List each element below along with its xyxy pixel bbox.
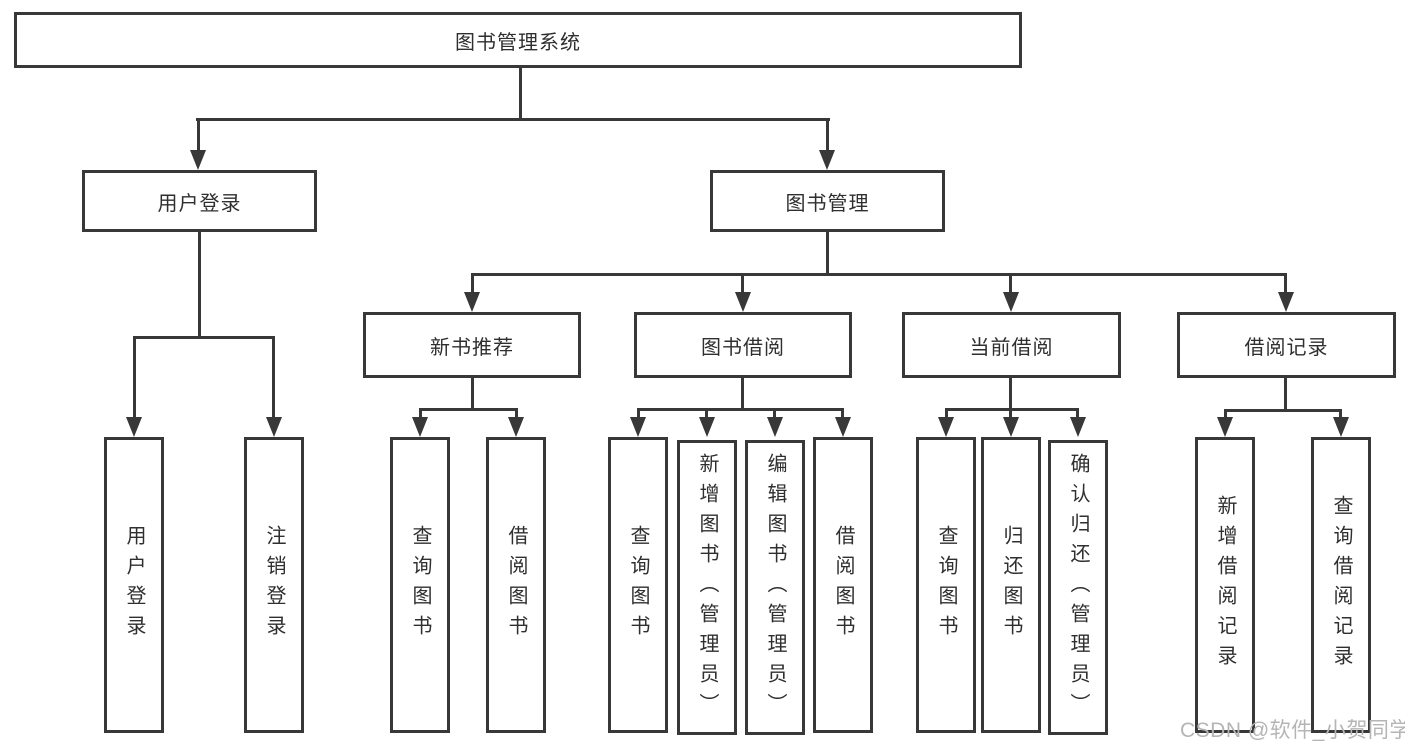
connector-line: [1224, 409, 1342, 412]
arrowhead-down-icon: [1003, 417, 1019, 437]
node-add-book-admin: 新增图书（管理员）: [677, 440, 737, 735]
node-current-borrow: 当前借阅: [902, 312, 1121, 378]
node-label: 新增图书（管理员）: [696, 452, 718, 723]
arrowhead-down-icon: [699, 417, 715, 437]
connector-line: [637, 411, 640, 420]
node-query-book-recommend: 查询图书: [390, 437, 450, 733]
connector-line: [133, 336, 275, 339]
connector-line: [198, 232, 201, 336]
connector-line: [1224, 412, 1227, 420]
arrowhead-down-icon: [412, 417, 428, 437]
node-label: 借阅图书: [832, 525, 854, 645]
node-user-login-leaf: 用户登录: [104, 437, 164, 733]
connector-line: [637, 408, 844, 411]
connector-line: [841, 411, 844, 420]
arrowhead-down-icon: [835, 417, 851, 437]
node-label: 查询图书: [409, 525, 431, 645]
arrowhead-down-icon: [767, 417, 783, 437]
connector-line: [826, 121, 829, 151]
arrowhead-down-icon: [938, 417, 954, 437]
arrowhead-down-icon: [1003, 292, 1019, 312]
node-confirm-return-admin: 确认归还（管理员）: [1048, 440, 1108, 735]
node-return-book: 归还图书: [981, 437, 1041, 733]
connector-line: [1339, 412, 1342, 420]
node-root-system: 图书管理系统: [14, 12, 1022, 68]
connector-line: [519, 68, 522, 118]
connector-line: [741, 378, 744, 408]
node-borrow-book-leaf: 借阅图书: [813, 437, 873, 733]
connector-line: [419, 408, 518, 411]
connector-line: [419, 411, 422, 420]
arrowhead-down-icon: [1333, 417, 1349, 437]
arrowhead-down-icon: [190, 150, 206, 170]
node-borrow-book-recommend: 借阅图书: [486, 437, 546, 733]
connector-line: [272, 339, 275, 419]
connector-line: [945, 411, 948, 420]
connector-line: [1284, 276, 1287, 294]
node-label: 查询借阅记录: [1330, 495, 1352, 675]
connector-line: [133, 339, 136, 419]
node-new-book-recommend: 新书推荐: [363, 312, 581, 378]
arrowhead-down-icon: [126, 417, 142, 437]
connector-line: [471, 378, 474, 408]
connector-line: [741, 276, 744, 294]
node-label: 归还图书: [1000, 525, 1022, 645]
connector-line: [773, 411, 776, 420]
connector-line: [945, 408, 1079, 411]
node-user-login-group: 用户登录: [82, 170, 317, 232]
arrowhead-down-icon: [464, 292, 480, 312]
node-label: 查询图书: [935, 525, 957, 645]
arrowhead-down-icon: [819, 150, 835, 170]
node-label: 新增借阅记录: [1214, 495, 1236, 675]
arrowhead-down-icon: [1070, 417, 1086, 437]
node-label: 用户登录: [123, 525, 145, 645]
node-query-borrow-record: 查询借阅记录: [1311, 437, 1371, 733]
node-label: 编辑图书（管理员）: [764, 452, 786, 723]
arrowhead-down-icon: [735, 292, 751, 312]
node-borrow-record: 借阅记录: [1177, 312, 1396, 378]
connector-line: [1076, 411, 1079, 420]
connector-line: [1009, 378, 1012, 408]
node-label: 查询图书: [627, 525, 649, 645]
node-logout: 注销登录: [244, 437, 304, 733]
node-query-book-borrow: 查询图书: [608, 437, 668, 733]
connector-line: [1009, 411, 1012, 420]
arrowhead-down-icon: [266, 417, 282, 437]
arrowhead-down-icon: [508, 417, 524, 437]
connector-line: [1009, 276, 1012, 294]
node-query-book-current: 查询图书: [916, 437, 976, 733]
connector-line: [1284, 378, 1287, 409]
connector-line: [471, 276, 474, 294]
node-label: 借阅图书: [505, 525, 527, 645]
arrowhead-down-icon: [1278, 292, 1294, 312]
connector-line: [515, 411, 518, 420]
connector-line: [197, 121, 200, 151]
connector-line: [471, 273, 1287, 276]
node-add-borrow-record: 新增借阅记录: [1195, 437, 1255, 733]
node-edit-book-admin: 编辑图书（管理员）: [745, 440, 805, 735]
arrowhead-down-icon: [1217, 417, 1233, 437]
node-label: 注销登录: [263, 525, 285, 645]
connector-line: [705, 411, 708, 420]
connector-line: [826, 232, 829, 273]
node-book-borrow: 图书借阅: [634, 312, 852, 378]
node-label: 确认归还（管理员）: [1067, 452, 1089, 723]
connector-line: [196, 118, 830, 121]
watermark: CSDN @软件_小贺同学: [1180, 719, 1405, 742]
node-book-management: 图书管理: [710, 170, 945, 232]
arrowhead-down-icon: [630, 417, 646, 437]
